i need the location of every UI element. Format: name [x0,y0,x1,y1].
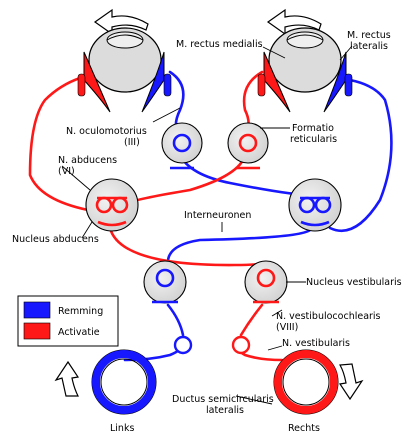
left-abducens-nucleus [86,179,138,231]
label-rectus-lateralis-2: lateralis [350,41,388,52]
label-vestibulocochlearis-2: (VIII) [276,322,298,333]
formatio-reticularis-nucleus [228,123,268,168]
rotation-arrow-bottom-right-icon [340,364,362,399]
label-vestibulocochlearis-1: N. vestibulocochlearis [276,311,381,322]
left-vestibular-nucleus [144,261,186,303]
right-eye [258,28,352,112]
legend-swatch-activatie [24,323,50,339]
label-oculomotorius-1: N. oculomotorius [66,126,147,137]
label-rechts: Rechts [288,423,320,434]
label-rectus-lateralis-1: M. rectus [347,30,391,41]
label-abducens-nerve-2: (VI) [58,166,75,177]
label-rectus-medialis: M. rectus medialis [176,39,263,50]
left-eye [78,28,171,112]
legend-swatch-remming [24,302,50,318]
right-semicircular-canal [274,350,338,414]
rotation-arrow-bottom-left-icon [56,362,78,396]
label-nucleus-vestibularis: Nucleus vestibularis [306,277,402,288]
label-nucleus-abducens: Nucleus abducens [12,234,99,245]
right-vestibular-nucleus [245,261,287,303]
legend-label-remming: Remming [58,306,103,317]
label-ductus-2: lateralis [206,405,244,416]
label-interneuronen: Interneuronen [184,210,251,221]
label-vestibularis: N. vestibularis [282,338,350,349]
legend-label-activatie: Activatie [58,327,100,338]
right-ganglion [233,337,249,353]
label-links: Links [110,423,134,434]
label-oculomotorius-2: (III) [124,137,140,148]
label-formatio-1: Formatio [292,123,334,134]
oculomotor-nucleus [162,123,202,168]
label-formatio-2: reticularis [290,134,337,145]
left-ganglion [175,337,191,353]
legend: Remming Activatie [18,296,118,346]
label-ductus-1: Ductus semicircularis [172,394,274,405]
right-abducens-nucleus [289,179,341,231]
label-abducens-nerve-1: N. abducens [58,155,117,166]
